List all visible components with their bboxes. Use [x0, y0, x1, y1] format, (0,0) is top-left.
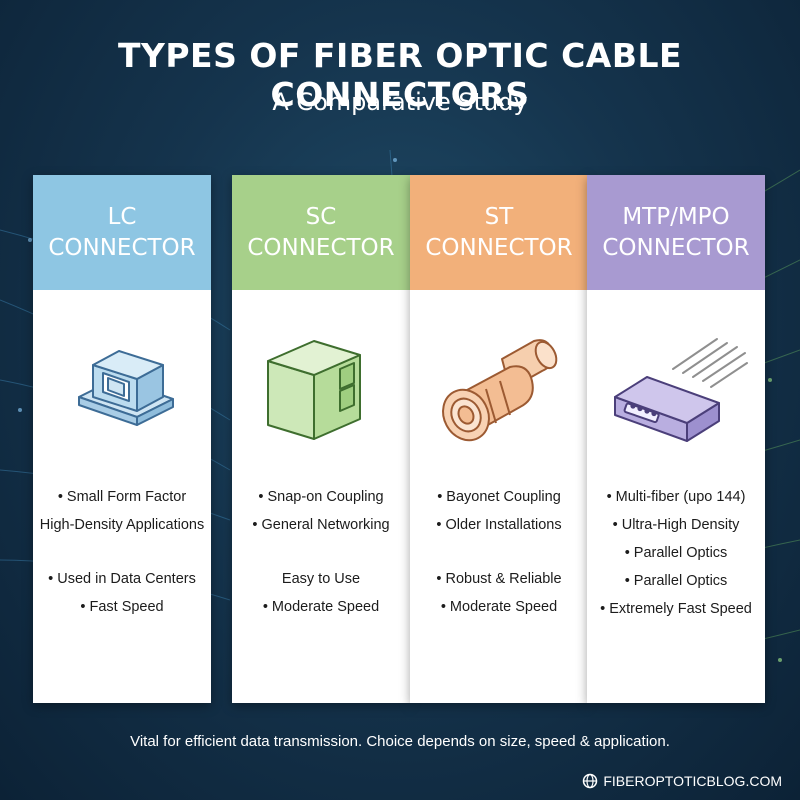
page-subtitle: A Comparative Study — [272, 88, 528, 116]
card-header: MTP/MPO CONNECTOR — [587, 175, 765, 290]
brand-credit[interactable]: FIBEROPTOTICBLOG.COM — [582, 773, 782, 789]
feature-item: • Multi-fiber (upo 144) — [606, 489, 746, 505]
card-title-line1: SC — [305, 203, 337, 230]
card-header: ST CONNECTOR — [410, 175, 588, 290]
card-header: SC CONNECTOR — [232, 175, 410, 290]
feature-item: • Small Form Factor — [57, 489, 187, 505]
card-sc-connector: SC CONNECTOR • Snap-on Coupling • Genera… — [232, 175, 410, 703]
feature-list: • Bayonet Coupling • Older Installations… — [410, 483, 588, 621]
feature-spacer — [33, 539, 211, 565]
card-title-line2: CONNECTOR — [48, 234, 196, 261]
mtp-mpo-connector-icon — [614, 338, 748, 442]
card-lc-connector: LC CONNECTOR • Small Form Factor High-De… — [33, 175, 211, 703]
card-title-line2: CONNECTOR — [247, 234, 395, 261]
card-st-connector: ST CONNECTOR • Bayonet Coupling • Older … — [410, 175, 588, 703]
feature-item: • Extremely Fast Speed — [600, 601, 752, 617]
feature-item: • Parallel Optics — [624, 573, 728, 589]
st-connector-icon — [442, 339, 558, 442]
footer-caption: Vital for efficient data transmission. C… — [130, 733, 670, 750]
globe-icon — [583, 773, 598, 789]
card-title-line1: ST — [484, 203, 514, 230]
brand-label: FIBEROPTOTICBLOG.COM — [603, 773, 782, 789]
feature-item: • Used in Data Centers — [48, 571, 196, 587]
sc-connector-icon — [267, 340, 361, 440]
card-header: LC CONNECTOR — [33, 175, 211, 290]
feature-item: Easy to Use — [281, 571, 361, 587]
lc-connector-icon — [78, 350, 174, 426]
card-title-line1: LC — [107, 203, 137, 230]
feature-item: • Moderate Speed — [262, 599, 380, 615]
feature-list: • Small Form Factor High-Density Applica… — [33, 483, 211, 621]
feature-list: • Multi-fiber (upo 144) • Ultra-High Den… — [587, 483, 765, 623]
page-title: TYPES OF FIBER OPTIC CABLE CONNECTORS — [117, 36, 683, 114]
feature-item: • Moderate Speed — [440, 599, 558, 615]
card-title-line1: MTP/MPO — [622, 203, 730, 230]
feature-item: • Snap-on Coupling — [258, 489, 384, 505]
feature-item: • General Networking — [252, 517, 390, 533]
feature-item: • Bayonet Coupling — [437, 489, 561, 505]
feature-item: High-Density Applications — [39, 517, 205, 533]
card-title-line2: CONNECTOR — [602, 234, 750, 261]
card-mtp-mpo-connector: MTP/MPO CONNECTOR • Multi-fiber (upo 144… — [587, 175, 765, 703]
feature-item: • Robust & Reliable — [436, 571, 562, 587]
feature-item: • Older Installations — [436, 517, 562, 533]
feature-item: • Fast Speed — [80, 599, 164, 615]
feature-spacer — [232, 539, 410, 565]
feature-item: • Ultra-High Density — [612, 517, 740, 533]
feature-list: • Snap-on Coupling • General Networking … — [232, 483, 410, 621]
card-title-line2: CONNECTOR — [425, 234, 573, 261]
feature-item: • Parallel Optics — [624, 545, 728, 561]
feature-spacer — [410, 539, 588, 565]
